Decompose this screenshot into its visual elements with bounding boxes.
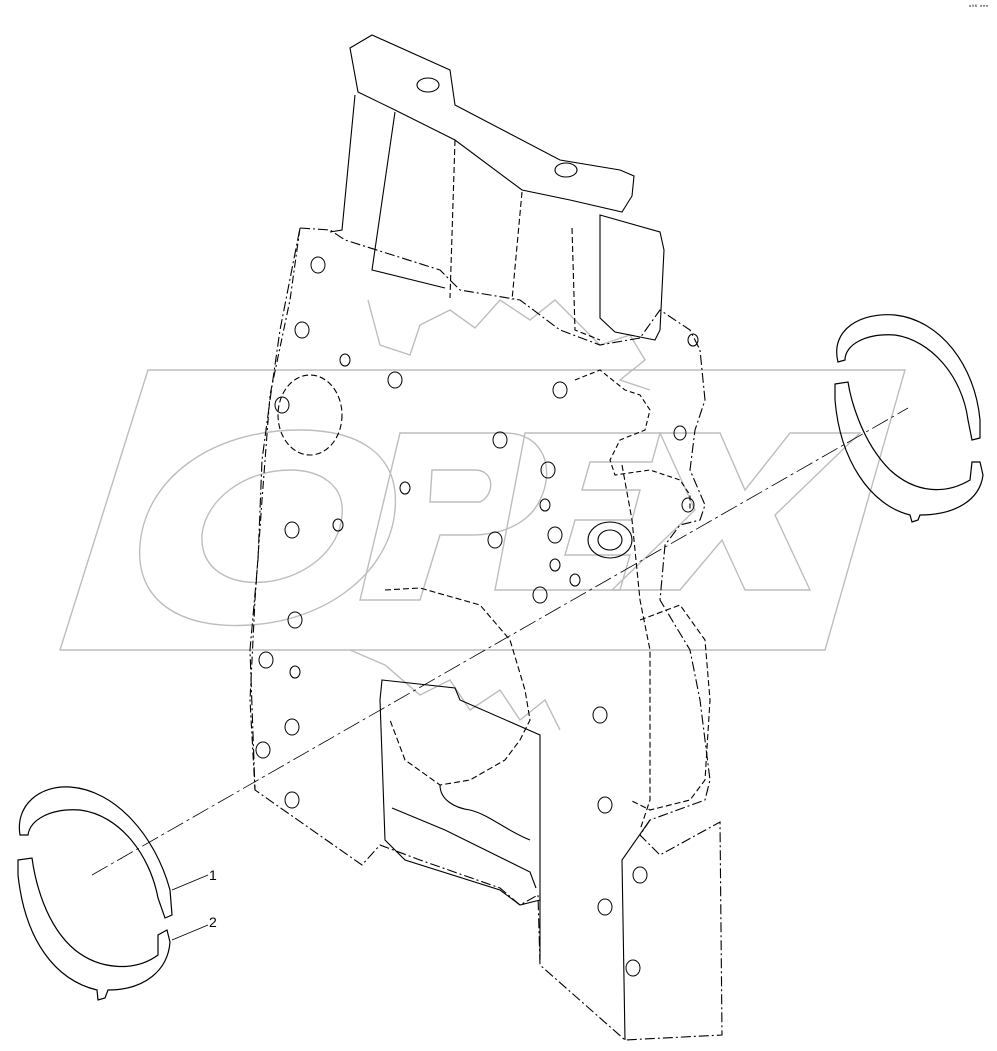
leader-lines bbox=[171, 874, 209, 941]
thrust-washer-lower-left bbox=[17, 786, 173, 1001]
drawing-id-mark: ᵃ⁰⁸ ᵉᵉᵉ bbox=[968, 4, 989, 11]
bolt-holes bbox=[255, 256, 699, 977]
opex-watermark bbox=[59, 299, 906, 731]
thrust-washer-upper-right bbox=[834, 314, 984, 523]
callout-1-label: 1 bbox=[209, 867, 217, 883]
centerline bbox=[91, 407, 909, 876]
gear-housing bbox=[249, 34, 723, 1041]
callout-2-label: 2 bbox=[209, 914, 217, 930]
